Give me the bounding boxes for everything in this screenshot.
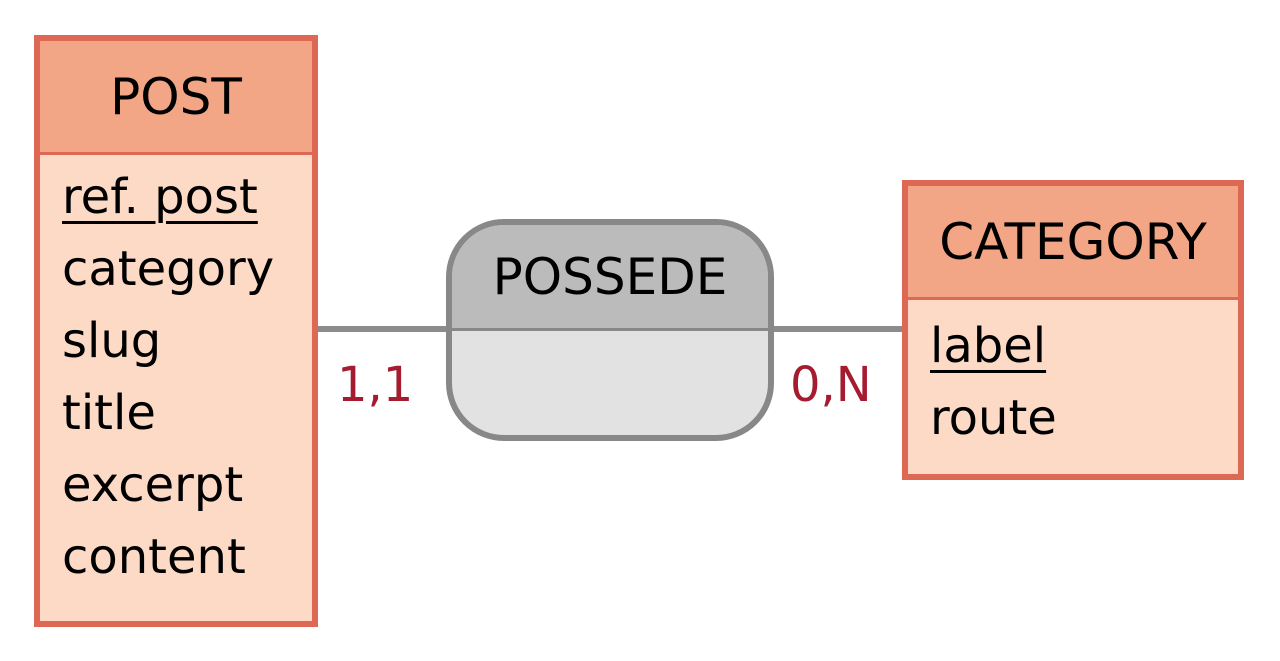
entity-post-title: POST xyxy=(40,41,312,155)
relation-possede-title: POSSEDE xyxy=(452,225,768,331)
entity-category-title: CATEGORY xyxy=(908,186,1238,300)
relation-possede[interactable]: POSSEDE xyxy=(446,219,774,441)
link-possede-category xyxy=(768,326,906,332)
attribute-ref-post: ref. post xyxy=(62,169,258,225)
entity-post-attributes: ref. post category slug title excerpt co… xyxy=(40,155,312,593)
cardinality-category: 0,N xyxy=(790,357,872,413)
cardinality-post: 1,1 xyxy=(337,357,414,413)
attribute-content: content xyxy=(62,529,246,585)
attribute-category: category xyxy=(62,241,275,297)
entity-category[interactable]: CATEGORY label route xyxy=(902,180,1244,480)
entity-post[interactable]: POST ref. post category slug title excer… xyxy=(34,35,318,627)
attribute-title: title xyxy=(62,385,156,441)
attribute-slug: slug xyxy=(62,313,162,369)
attribute-excerpt: excerpt xyxy=(62,457,244,513)
attribute-route: route xyxy=(930,390,1057,446)
attribute-label: label xyxy=(930,318,1047,374)
entity-category-attributes: label route xyxy=(908,300,1238,454)
link-post-possede xyxy=(316,326,452,332)
